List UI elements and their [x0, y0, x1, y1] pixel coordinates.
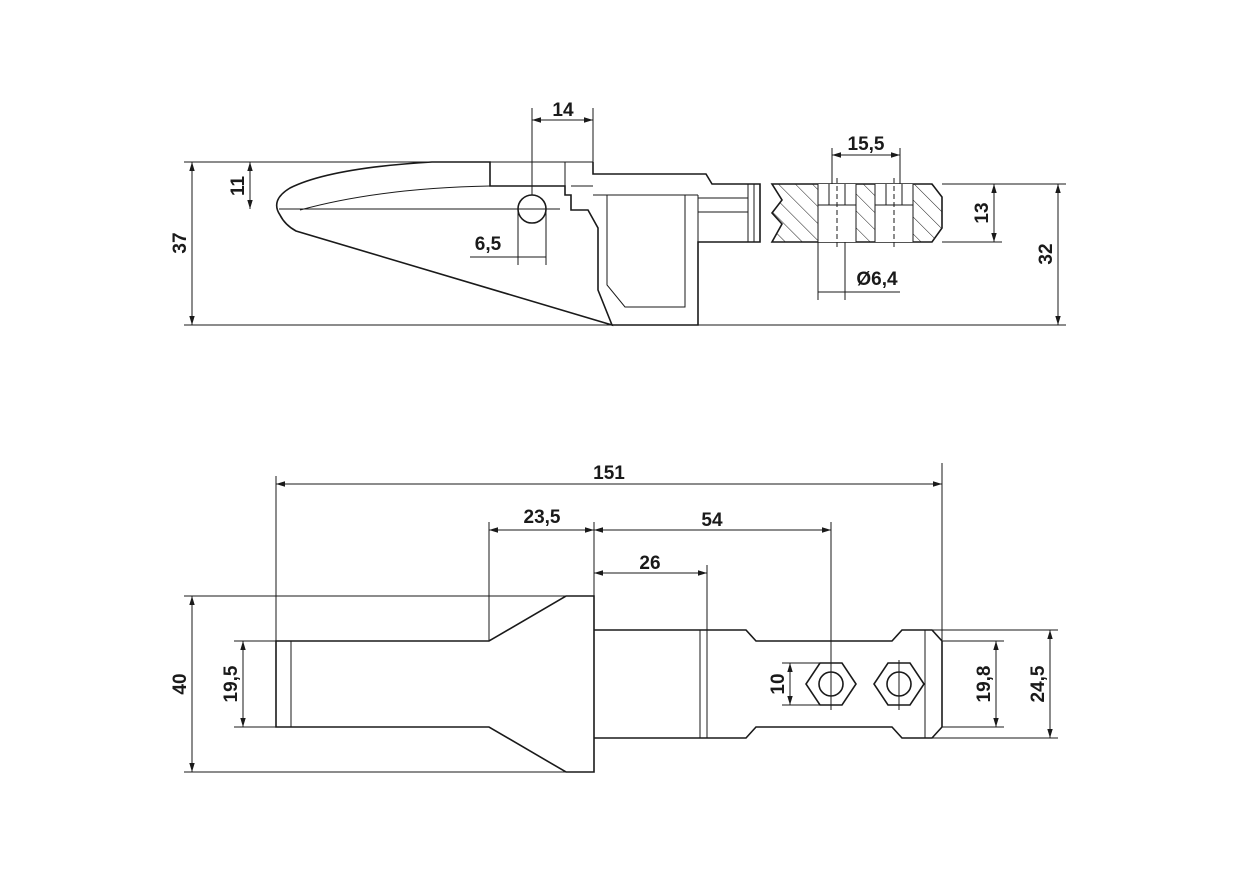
dim-19-5: 19,5: [221, 665, 242, 702]
dim-37: 37: [170, 232, 191, 253]
top-view: 151 23,5 54 26 40 19,5 10 19,8: [170, 463, 1058, 773]
dim-54: 54: [701, 510, 723, 531]
section-hatch: [770, 183, 943, 243]
dim-15-5: 15,5: [848, 134, 885, 155]
body-outline: [592, 162, 761, 326]
nut-2-icon: [873, 662, 925, 706]
dim-26: 26: [639, 553, 660, 574]
dim-151: 151: [593, 463, 625, 484]
dim-40: 40: [170, 673, 191, 694]
dim-23-5: 23,5: [524, 507, 561, 528]
dim-19-8: 19,8: [974, 666, 995, 703]
dim-13: 13: [972, 202, 993, 223]
dim-11: 11: [228, 176, 249, 197]
side-view: 14 11 37 6,5 15,5 13 32 Ø6,4: [170, 100, 1066, 327]
dim-14: 14: [552, 100, 574, 121]
jaw-outline: [275, 161, 614, 327]
dim-6-5: 6,5: [475, 234, 502, 255]
dim-24-5: 24,5: [1028, 665, 1049, 702]
nut-1-icon: [805, 662, 857, 706]
dim-diameter: Ø6,4: [856, 269, 898, 290]
top-body-outline: [594, 629, 943, 739]
dim-32: 32: [1036, 243, 1057, 264]
body-inner-pocket: [606, 195, 686, 308]
top-jaw-outline: [275, 595, 595, 773]
dim-10: 10: [768, 673, 789, 694]
jaw-inner-curve: [299, 185, 491, 211]
